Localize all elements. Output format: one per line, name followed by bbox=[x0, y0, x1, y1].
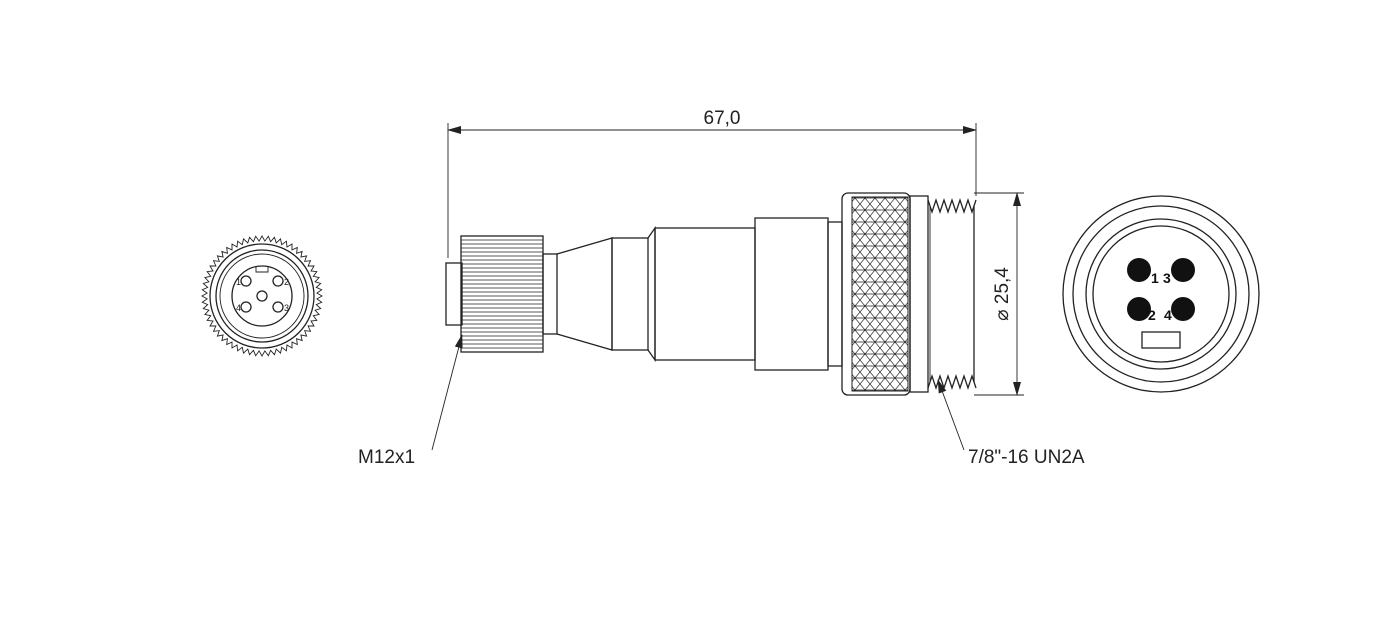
body-section-3 bbox=[754, 217, 829, 371]
face-outer-circle bbox=[215, 249, 309, 343]
insert-circle bbox=[231, 265, 293, 327]
callout-78: 7/8"-16 UN2A bbox=[937, 379, 1085, 468]
pin-socket-center bbox=[256, 290, 268, 302]
pin-4 bbox=[1171, 297, 1195, 321]
pin-2 bbox=[1127, 297, 1151, 321]
left-end-view: 1 2 4 3 bbox=[201, 235, 323, 357]
coding-key bbox=[1141, 331, 1181, 349]
callout-m12: M12x1 bbox=[358, 334, 463, 468]
callout-m12-label: M12x1 bbox=[358, 447, 415, 468]
callout-78-label: 7/8"-16 UN2A bbox=[968, 447, 1085, 468]
pin-socket-1 bbox=[240, 275, 252, 287]
pin-label-2: 2 bbox=[1148, 307, 1156, 323]
coupling-nut-inner-circle bbox=[209, 243, 315, 349]
pin-3 bbox=[1171, 258, 1195, 282]
pin-label-3: 3 bbox=[1163, 270, 1171, 286]
pin-socket-2 bbox=[272, 275, 284, 287]
side-view bbox=[445, 192, 977, 396]
knurled-nut-pattern bbox=[851, 196, 909, 392]
m12-coupling-nut bbox=[460, 235, 544, 353]
pin-label-4: 4 bbox=[1164, 307, 1172, 323]
knurled-ring-outline bbox=[201, 235, 323, 357]
m12-face bbox=[445, 262, 463, 326]
dimension-length: 67,0 bbox=[447, 108, 977, 258]
pin-label-1: 1 bbox=[1151, 270, 1159, 286]
thread-shoulder bbox=[909, 195, 929, 393]
nut-collar bbox=[542, 253, 558, 335]
second-circle bbox=[1072, 205, 1250, 383]
insert-outer-circle bbox=[1085, 218, 1237, 370]
thread-profile bbox=[927, 197, 977, 391]
dimension-diameter-label: ⌀ 25,4 bbox=[992, 267, 1013, 321]
body-section-4 bbox=[827, 221, 843, 367]
pin-label-4: 4 bbox=[236, 303, 241, 313]
leader-m12 bbox=[431, 334, 463, 451]
dimension-length-label: 67,0 bbox=[704, 108, 741, 129]
leader-78 bbox=[937, 379, 965, 451]
face-inner-circle bbox=[219, 253, 305, 339]
body-step bbox=[647, 225, 656, 363]
body-taper bbox=[556, 237, 613, 351]
body-section-2 bbox=[654, 227, 756, 361]
coupling-nut-ribs bbox=[461, 239, 543, 349]
pin-socket-4 bbox=[240, 301, 252, 313]
pin-socket-3 bbox=[272, 301, 284, 313]
outer-circle bbox=[1062, 195, 1260, 393]
right-end-view: 1 3 2 4 bbox=[1062, 195, 1260, 393]
insert-inner-circle bbox=[1092, 225, 1230, 363]
coding-key bbox=[255, 267, 269, 273]
dimension-diameter: ⌀ 25,4 bbox=[974, 192, 1024, 396]
pin-1 bbox=[1127, 258, 1151, 282]
body-section-1 bbox=[611, 237, 649, 351]
pin-label-3: 3 bbox=[284, 303, 289, 313]
pin-label-1: 1 bbox=[236, 277, 241, 287]
pin-label-2: 2 bbox=[284, 277, 289, 287]
